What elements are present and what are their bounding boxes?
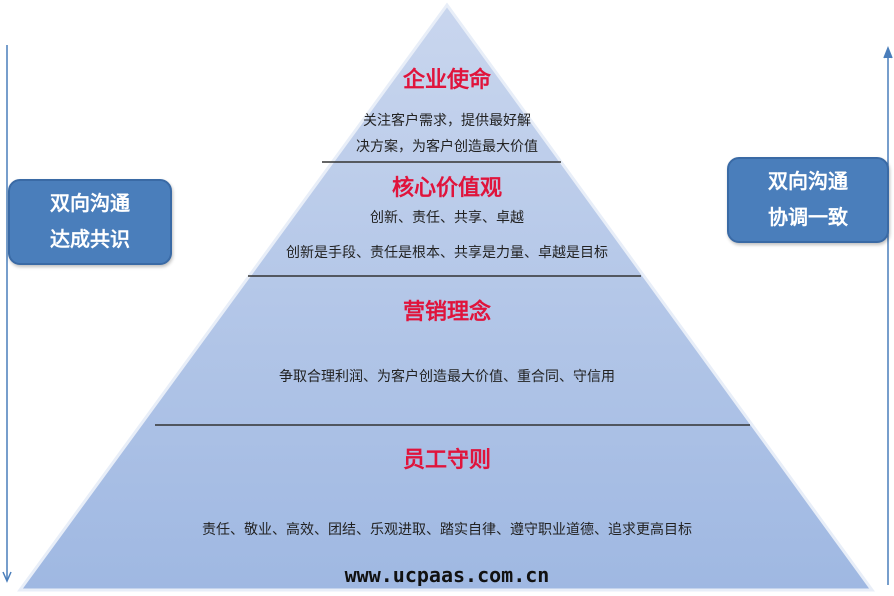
level-title-mission: 企业使命 <box>402 68 491 93</box>
box-line: 双向沟通 <box>768 169 848 193</box>
level-text: 争取合理利润、为客户创造最大价值、重合同、守信用 <box>279 369 615 385</box>
box-line: 双向沟通 <box>50 191 130 215</box>
left-label-box: 双向沟通 达成共识 <box>8 179 172 265</box>
pyramid-shape <box>17 2 875 592</box>
watermark-url: www.ucpaas.com.cn <box>344 563 550 587</box>
level-text: 决方案，为客户创造最大价值 <box>356 139 538 155</box>
level-title-values: 核心价值观 <box>391 176 502 201</box>
level-text: 创新是手段、责任是根本、共享是力量、卓越是目标 <box>286 245 608 261</box>
box-line: 协调一致 <box>768 205 848 229</box>
level-title-marketing: 营销理念 <box>402 300 491 325</box>
level-title-employee: 员工守则 <box>402 448 491 473</box>
right-label-box: 双向沟通 协调一致 <box>727 157 889 243</box>
down-arrow-icon <box>2 45 12 583</box>
level-text: 责任、敬业、高效、团结、乐观进取、踏实自律、遵守职业道德、追求更高目标 <box>202 522 692 538</box>
level-text: 创新、责任、共享、卓越 <box>370 210 524 226</box>
up-arrow-icon <box>883 45 893 585</box>
level-text: 关注客户需求，提供最好解 <box>363 113 531 129</box>
box-line: 达成共识 <box>50 227 130 251</box>
